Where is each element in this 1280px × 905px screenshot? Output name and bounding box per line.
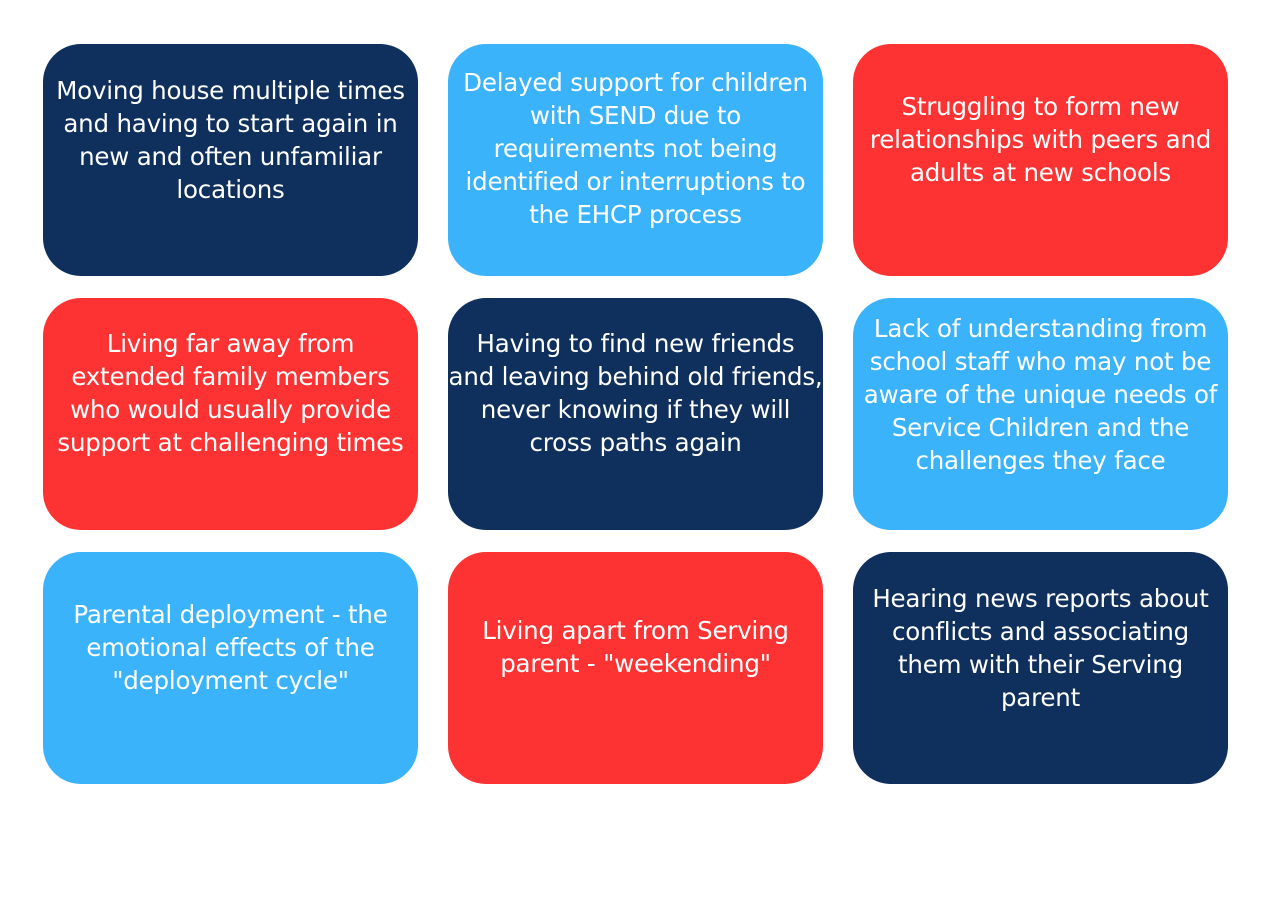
card-line: challenges they face — [915, 446, 1166, 475]
card-line: parent — [1000, 683, 1081, 712]
card-line: Delayed support for children — [463, 68, 808, 97]
card-text: Living apart from Serving parent - "week… — [482, 614, 789, 784]
card-line: "deployment cycle" — [112, 666, 349, 695]
card-text: Struggling to form new relationships wit… — [870, 90, 1211, 276]
card-living-apart: Living apart from Serving parent - "week… — [448, 552, 823, 784]
card-line: Hearing news reports about — [872, 584, 1209, 613]
card-moving-house: Moving house multiple times and having t… — [43, 44, 418, 276]
card-text: Delayed support for children with SEND d… — [463, 66, 808, 276]
card-line: Service Children and the — [891, 413, 1190, 442]
card-line: locations — [176, 175, 285, 204]
card-line: who would usually provide — [70, 395, 391, 424]
card-text: Lack of understanding from school staff … — [863, 312, 1218, 530]
card-grid: Moving house multiple times and having t… — [43, 44, 1228, 784]
card-line: and having to start again in — [63, 109, 398, 138]
card-parental-deployment: Parental deployment - the emotional effe… — [43, 552, 418, 784]
card-line: Living apart from Serving — [482, 616, 789, 645]
card-line: relationships with peers and — [869, 125, 1212, 154]
card-line: Having to find new friends — [476, 329, 795, 358]
card-line: emotional effects of the — [86, 633, 375, 662]
card-line: never knowing if they will — [480, 395, 791, 424]
card-line: with SEND due to — [529, 101, 742, 130]
card-far-from-family: Living far away from extended family mem… — [43, 298, 418, 530]
card-line: and leaving behind old friends, — [448, 362, 823, 391]
card-line: Struggling to form new — [901, 92, 1180, 121]
card-text: Moving house multiple times and having t… — [56, 74, 405, 276]
card-line: school staff who may not be — [869, 347, 1212, 376]
card-lack-of-understanding: Lack of understanding from school staff … — [853, 298, 1228, 530]
card-text: Living far away from extended family mem… — [57, 327, 403, 530]
card-line: parent - "weekending" — [500, 649, 771, 678]
card-new-relationships: Struggling to form new relationships wit… — [853, 44, 1228, 276]
card-line: identified or interruptions to — [465, 167, 806, 196]
card-line: Living far away from — [106, 329, 355, 358]
card-line: requirements not being — [493, 134, 778, 163]
card-news-reports: Hearing news reports about conflicts and… — [853, 552, 1228, 784]
card-line: them with their Serving — [897, 650, 1183, 679]
card-line: support at challenging times — [57, 428, 404, 457]
card-line: aware of the unique needs of — [863, 380, 1218, 409]
card-line: Lack of understanding from — [873, 314, 1208, 343]
card-text: Having to find new friends and leaving b… — [449, 327, 823, 530]
card-text: Hearing news reports about conflicts and… — [872, 582, 1209, 784]
card-delayed-support: Delayed support for children with SEND d… — [448, 44, 823, 276]
card-line: adults at new schools — [909, 158, 1171, 187]
card-line: Moving house multiple times — [56, 76, 405, 105]
card-line: conflicts and associating — [891, 617, 1190, 646]
card-new-friends: Having to find new friends and leaving b… — [448, 298, 823, 530]
card-line: extended family members — [71, 362, 390, 391]
card-line: Parental deployment - the — [73, 600, 388, 629]
card-line: new and often unfamiliar — [79, 142, 382, 171]
card-line: cross paths again — [529, 428, 742, 457]
card-text: Parental deployment - the emotional effe… — [73, 598, 387, 784]
card-line: the EHCP process — [529, 200, 742, 229]
